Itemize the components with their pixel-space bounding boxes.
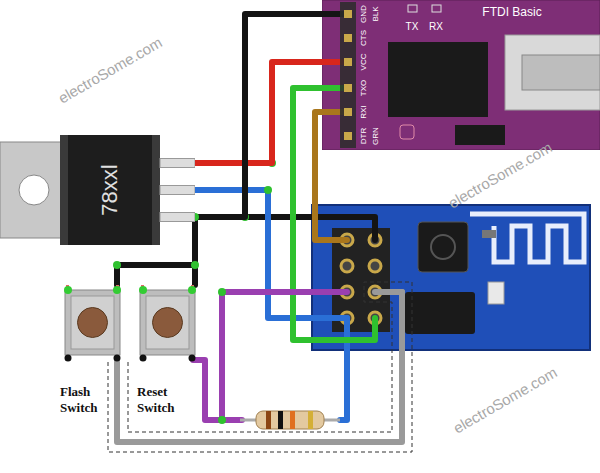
usb-connector — [505, 35, 600, 110]
switch-pin — [189, 355, 196, 362]
reset-wire — [222, 292, 347, 420]
vcc-wire — [340, 318, 347, 420]
pin-label: BLK — [371, 6, 381, 21]
switch-pin — [65, 355, 72, 362]
voltage-regulator: 78xxl — [0, 135, 195, 245]
junction-dot — [113, 261, 121, 269]
ground-wire — [192, 217, 198, 285]
smd-part — [482, 230, 496, 238]
switch-button — [153, 308, 183, 338]
header-pin — [344, 34, 352, 42]
heat-tab — [0, 142, 64, 238]
esp-chip — [418, 222, 468, 272]
dashed-outline — [108, 282, 412, 452]
resistor-band — [266, 411, 271, 429]
header-pin — [344, 108, 352, 116]
switch-pin — [188, 286, 196, 294]
switch-face — [146, 296, 189, 349]
part-drawing — [55, 285, 125, 420]
part-drawing — [132, 285, 202, 420]
vcc-wire — [195, 190, 347, 318]
ground-wire — [245, 217, 375, 240]
switch-pin — [139, 286, 147, 294]
regulator-chip — [455, 125, 505, 145]
switch-pin — [114, 355, 121, 362]
push-switch: Flash Switch — [55, 285, 125, 420]
board-outline — [322, 0, 600, 150]
pin-label: RXI — [359, 105, 369, 118]
push-switch: Reset Switch — [132, 285, 202, 420]
switch-pin — [140, 355, 147, 362]
switch-body — [140, 290, 195, 355]
header-pin — [344, 84, 352, 92]
switch-body — [65, 290, 120, 355]
usb-socket — [522, 55, 600, 90]
gpio0-wire — [117, 292, 402, 442]
pin-label: CTS — [359, 30, 369, 46]
wires — [117, 88, 402, 442]
resistor-band — [278, 411, 283, 429]
resistor-symbol — [240, 411, 340, 429]
switch-button — [78, 308, 108, 338]
header-pins — [341, 234, 381, 324]
regulator-lead — [160, 186, 195, 195]
junction-dot — [218, 416, 226, 424]
pin-label: DTR — [359, 128, 369, 144]
part-number: 78xxl — [97, 164, 123, 215]
pin-label: VCC — [359, 54, 369, 71]
switch-pin — [113, 286, 121, 294]
body-edge — [152, 135, 160, 245]
body-edge — [60, 135, 68, 245]
esp-board — [312, 205, 590, 350]
flash-chip — [405, 292, 475, 334]
pin-label: GRN — [371, 127, 381, 145]
board-name: FTDI Basic — [482, 5, 541, 19]
smd-part — [400, 125, 414, 139]
gpio0-wire — [375, 289, 402, 295]
led-label: RX — [429, 21, 443, 33]
pin-label: TXO — [359, 80, 369, 96]
led-label: TX — [406, 21, 419, 33]
header-pin — [344, 10, 352, 18]
regulator-lead — [160, 159, 195, 168]
regulator-lead — [160, 213, 195, 222]
pin — [369, 260, 381, 272]
led — [408, 5, 417, 12]
junction-dot — [218, 288, 226, 296]
antenna-trace — [470, 214, 584, 262]
switch-pin — [64, 286, 72, 294]
power-wire — [195, 62, 322, 163]
resistor-band — [308, 411, 313, 429]
resistor-body — [256, 411, 324, 429]
switch-label: Flash Switch — [60, 384, 120, 415]
chip-mark — [431, 235, 455, 259]
reset-wire — [193, 360, 242, 420]
junction-dot — [191, 261, 199, 269]
mounting-hole — [19, 175, 49, 205]
led — [488, 282, 504, 304]
pin-header — [340, 2, 356, 148]
watermark: electroSome.com — [450, 363, 560, 436]
pin — [341, 260, 353, 272]
ftdi-board: FTDI BasicTX RX BLKGND CTS VCC TXO RXI DTRGRN — [322, 0, 600, 150]
ground-wire — [195, 14, 322, 217]
led — [432, 5, 441, 12]
watermark: electroSome.com — [55, 33, 165, 106]
regulator-body — [60, 135, 160, 245]
junction-dot — [264, 186, 272, 194]
usb-chip — [388, 42, 488, 117]
esp8266-module — [312, 205, 590, 350]
switch-face — [71, 296, 114, 349]
resistor-band — [290, 411, 295, 429]
header-pin — [344, 58, 352, 66]
header-pin — [344, 132, 352, 140]
switch-label: Reset Switch — [137, 384, 197, 415]
pin-label: GND — [359, 5, 369, 23]
